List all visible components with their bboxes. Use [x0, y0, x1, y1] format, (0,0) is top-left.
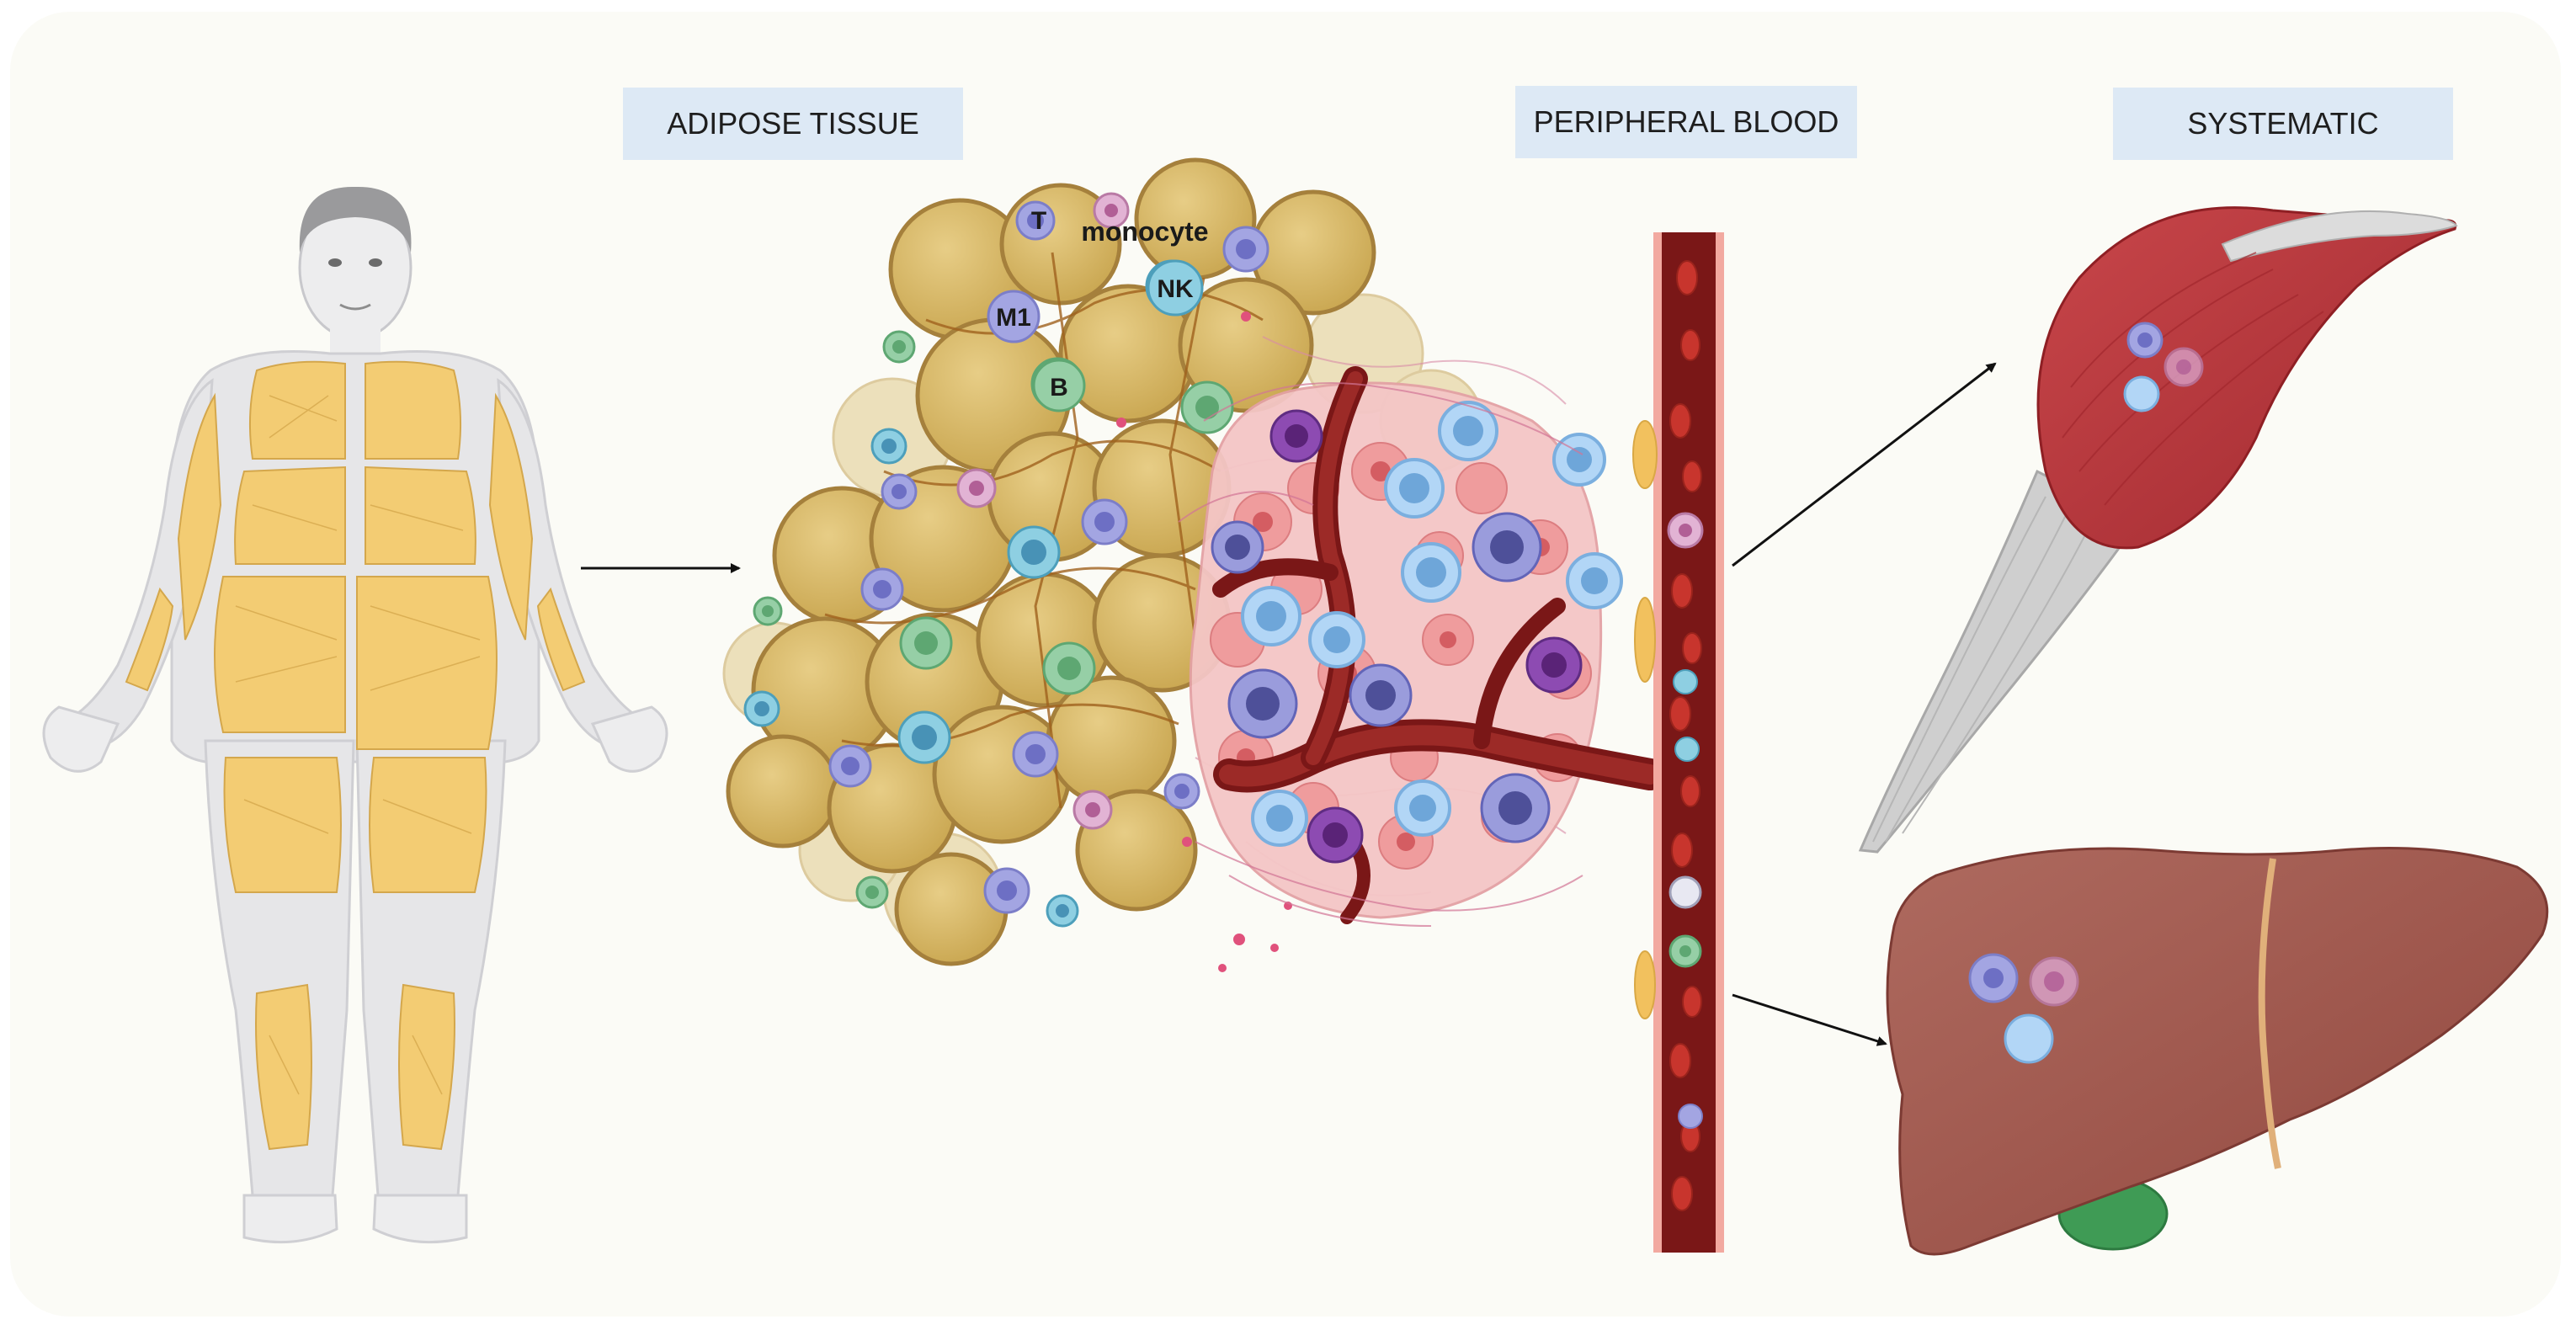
label-monocyte: monocyte — [1081, 216, 1208, 247]
liver-icon — [1886, 847, 2549, 1256]
cell-labels: T monocyte NK M1 B — [987, 207, 1209, 412]
b-cell: B — [1032, 359, 1086, 412]
label-systematic: SYSTEMATIC — [2113, 88, 2453, 160]
muscle-icon — [1858, 206, 2458, 854]
label-b: B — [1050, 374, 1068, 402]
m1-cell: M1 — [987, 290, 1041, 343]
human-figure-icon — [42, 186, 668, 1244]
nk-cell: NK — [1147, 259, 1204, 317]
label-adipose-tissue: ADIPOSE TISSUE — [623, 88, 963, 160]
label-t-cell: T — [1031, 207, 1046, 235]
blood-vessel-icon — [1632, 232, 1724, 1253]
arrow-to-liver-icon — [1732, 993, 1887, 1046]
label-nk: NK — [1157, 275, 1194, 303]
label-peripheral-blood: PERIPHERAL BLOOD — [1515, 86, 1857, 158]
arrow-to-muscle-icon — [1732, 362, 1997, 567]
inflamed-tissue-region — [1178, 366, 1666, 927]
label-m1: M1 — [996, 304, 1031, 332]
adipose-immune-cells — [743, 192, 1292, 972]
